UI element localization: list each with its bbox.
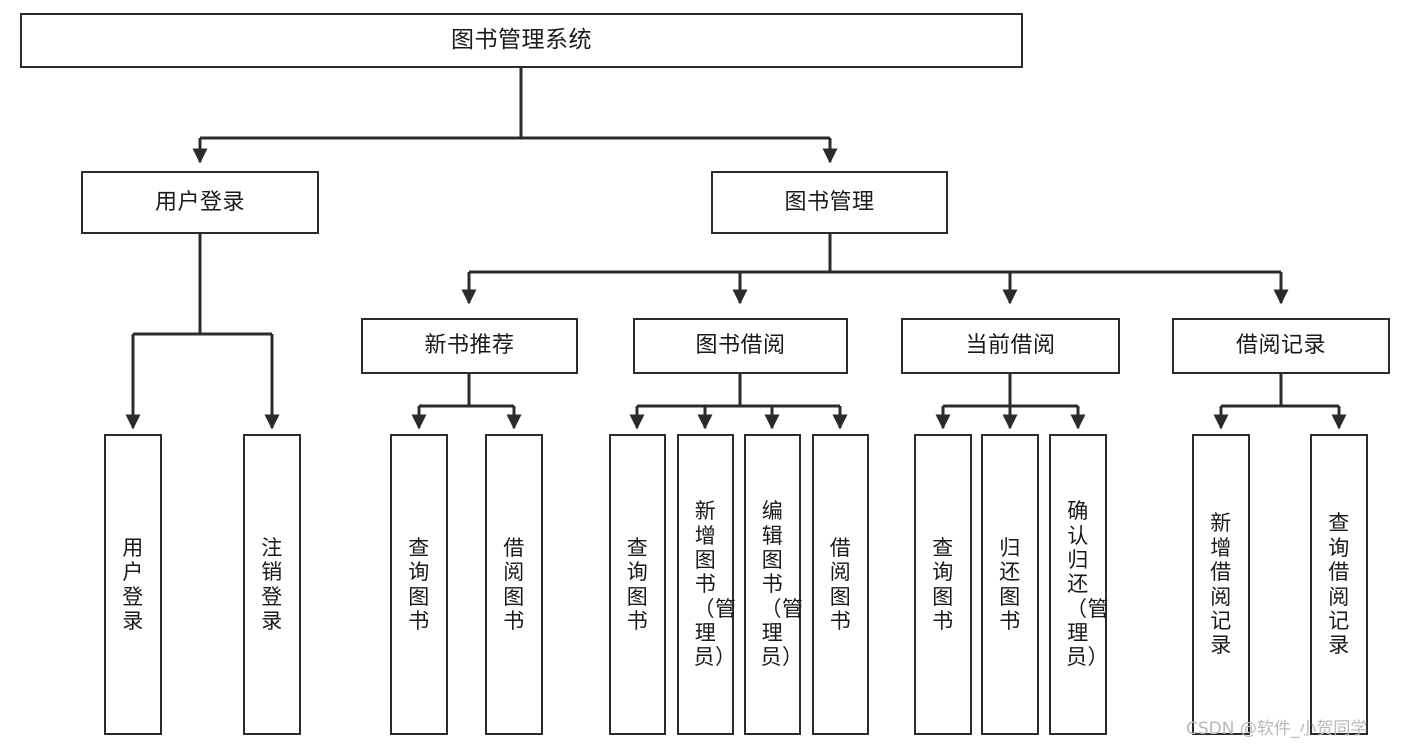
node-label: 新增借阅记录: [1210, 511, 1232, 658]
node-label: 图书管理: [784, 189, 875, 215]
node-label: 图书管理系统: [451, 27, 592, 54]
node-label: 用户登录: [154, 189, 245, 215]
node-label: 新增图书（管理员）: [693, 499, 737, 670]
node-label: 查询图书: [932, 535, 954, 633]
node-label: 图书借阅: [695, 333, 786, 359]
leaf-confirm-return-admin[interactable]: 确认归还（管理员）: [1049, 434, 1109, 735]
node-label: 查询图书: [408, 535, 430, 633]
leaf-user-logout[interactable]: 注销登录: [243, 434, 301, 735]
node-label: 确认归还（管理员）: [1066, 499, 1109, 670]
node-user-login[interactable]: 用户登录: [81, 171, 319, 234]
csdn-watermark: CSDN @软件_小贺同学: [1186, 719, 1368, 739]
leaf-query-borrow-record[interactable]: 查询借阅记录: [1310, 434, 1368, 735]
node-label: 借阅图书: [829, 535, 852, 633]
leaf-borrow-book[interactable]: 借阅图书: [812, 434, 869, 735]
node-new-book-recommend[interactable]: 新书推荐: [361, 318, 578, 374]
node-label: 查询借阅记录: [1328, 511, 1350, 658]
leaf-return-book[interactable]: 归还图书: [981, 434, 1039, 735]
node-label: 查询图书: [626, 535, 649, 633]
node-book-management[interactable]: 图书管理: [711, 171, 948, 234]
node-label: 借阅图书: [503, 535, 525, 633]
node-label: 新书推荐: [424, 333, 515, 359]
leaf-query-book-new[interactable]: 查询图书: [390, 434, 448, 735]
node-root-system[interactable]: 图书管理系统: [20, 13, 1023, 68]
node-current-borrow[interactable]: 当前借阅: [901, 318, 1120, 374]
node-borrow-record[interactable]: 借阅记录: [1172, 318, 1390, 374]
leaf-add-book-admin[interactable]: 新增图书（管理员）: [677, 434, 737, 735]
leaf-edit-book-admin[interactable]: 编辑图书（管理员）: [744, 434, 804, 735]
leaf-borrow-book-new[interactable]: 借阅图书: [485, 434, 543, 735]
leaf-query-book-current[interactable]: 查询图书: [914, 434, 972, 735]
node-label: 编辑图书（管理员）: [760, 499, 804, 670]
node-label: 当前借阅: [965, 333, 1056, 359]
node-label: 归还图书: [999, 535, 1021, 633]
leaf-add-borrow-record[interactable]: 新增借阅记录: [1192, 434, 1250, 735]
node-label: 借阅记录: [1235, 333, 1326, 359]
leaf-user-login[interactable]: 用户登录: [104, 434, 162, 735]
node-label: 用户登录: [122, 535, 144, 633]
leaf-query-book-borrow[interactable]: 查询图书: [609, 434, 666, 735]
node-label: 注销登录: [261, 535, 283, 633]
node-book-borrow[interactable]: 图书借阅: [633, 318, 848, 374]
